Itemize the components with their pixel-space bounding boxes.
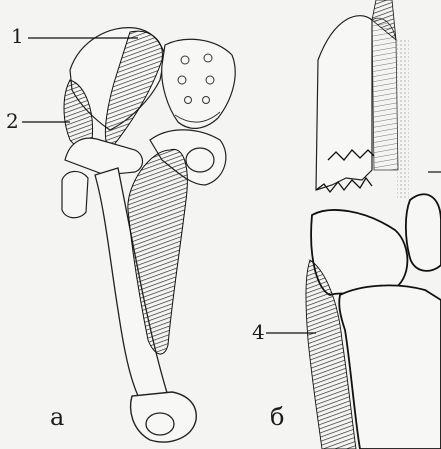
femur-neck [65, 138, 143, 175]
panel-label-b: б [270, 405, 284, 429]
quadriceps-strip [372, 18, 398, 170]
panel-b-drawing [266, 0, 441, 449]
callout-label-4: 4 [252, 322, 265, 342]
panel-label-a: а [50, 405, 64, 429]
panel-a-drawing [22, 28, 235, 442]
sacrum [162, 39, 235, 128]
callout-label-2: 2 [6, 111, 19, 131]
callout-label-1: 1 [11, 26, 24, 46]
patella [406, 194, 441, 271]
femur-b-shaft [316, 16, 372, 190]
tibia [339, 285, 441, 449]
